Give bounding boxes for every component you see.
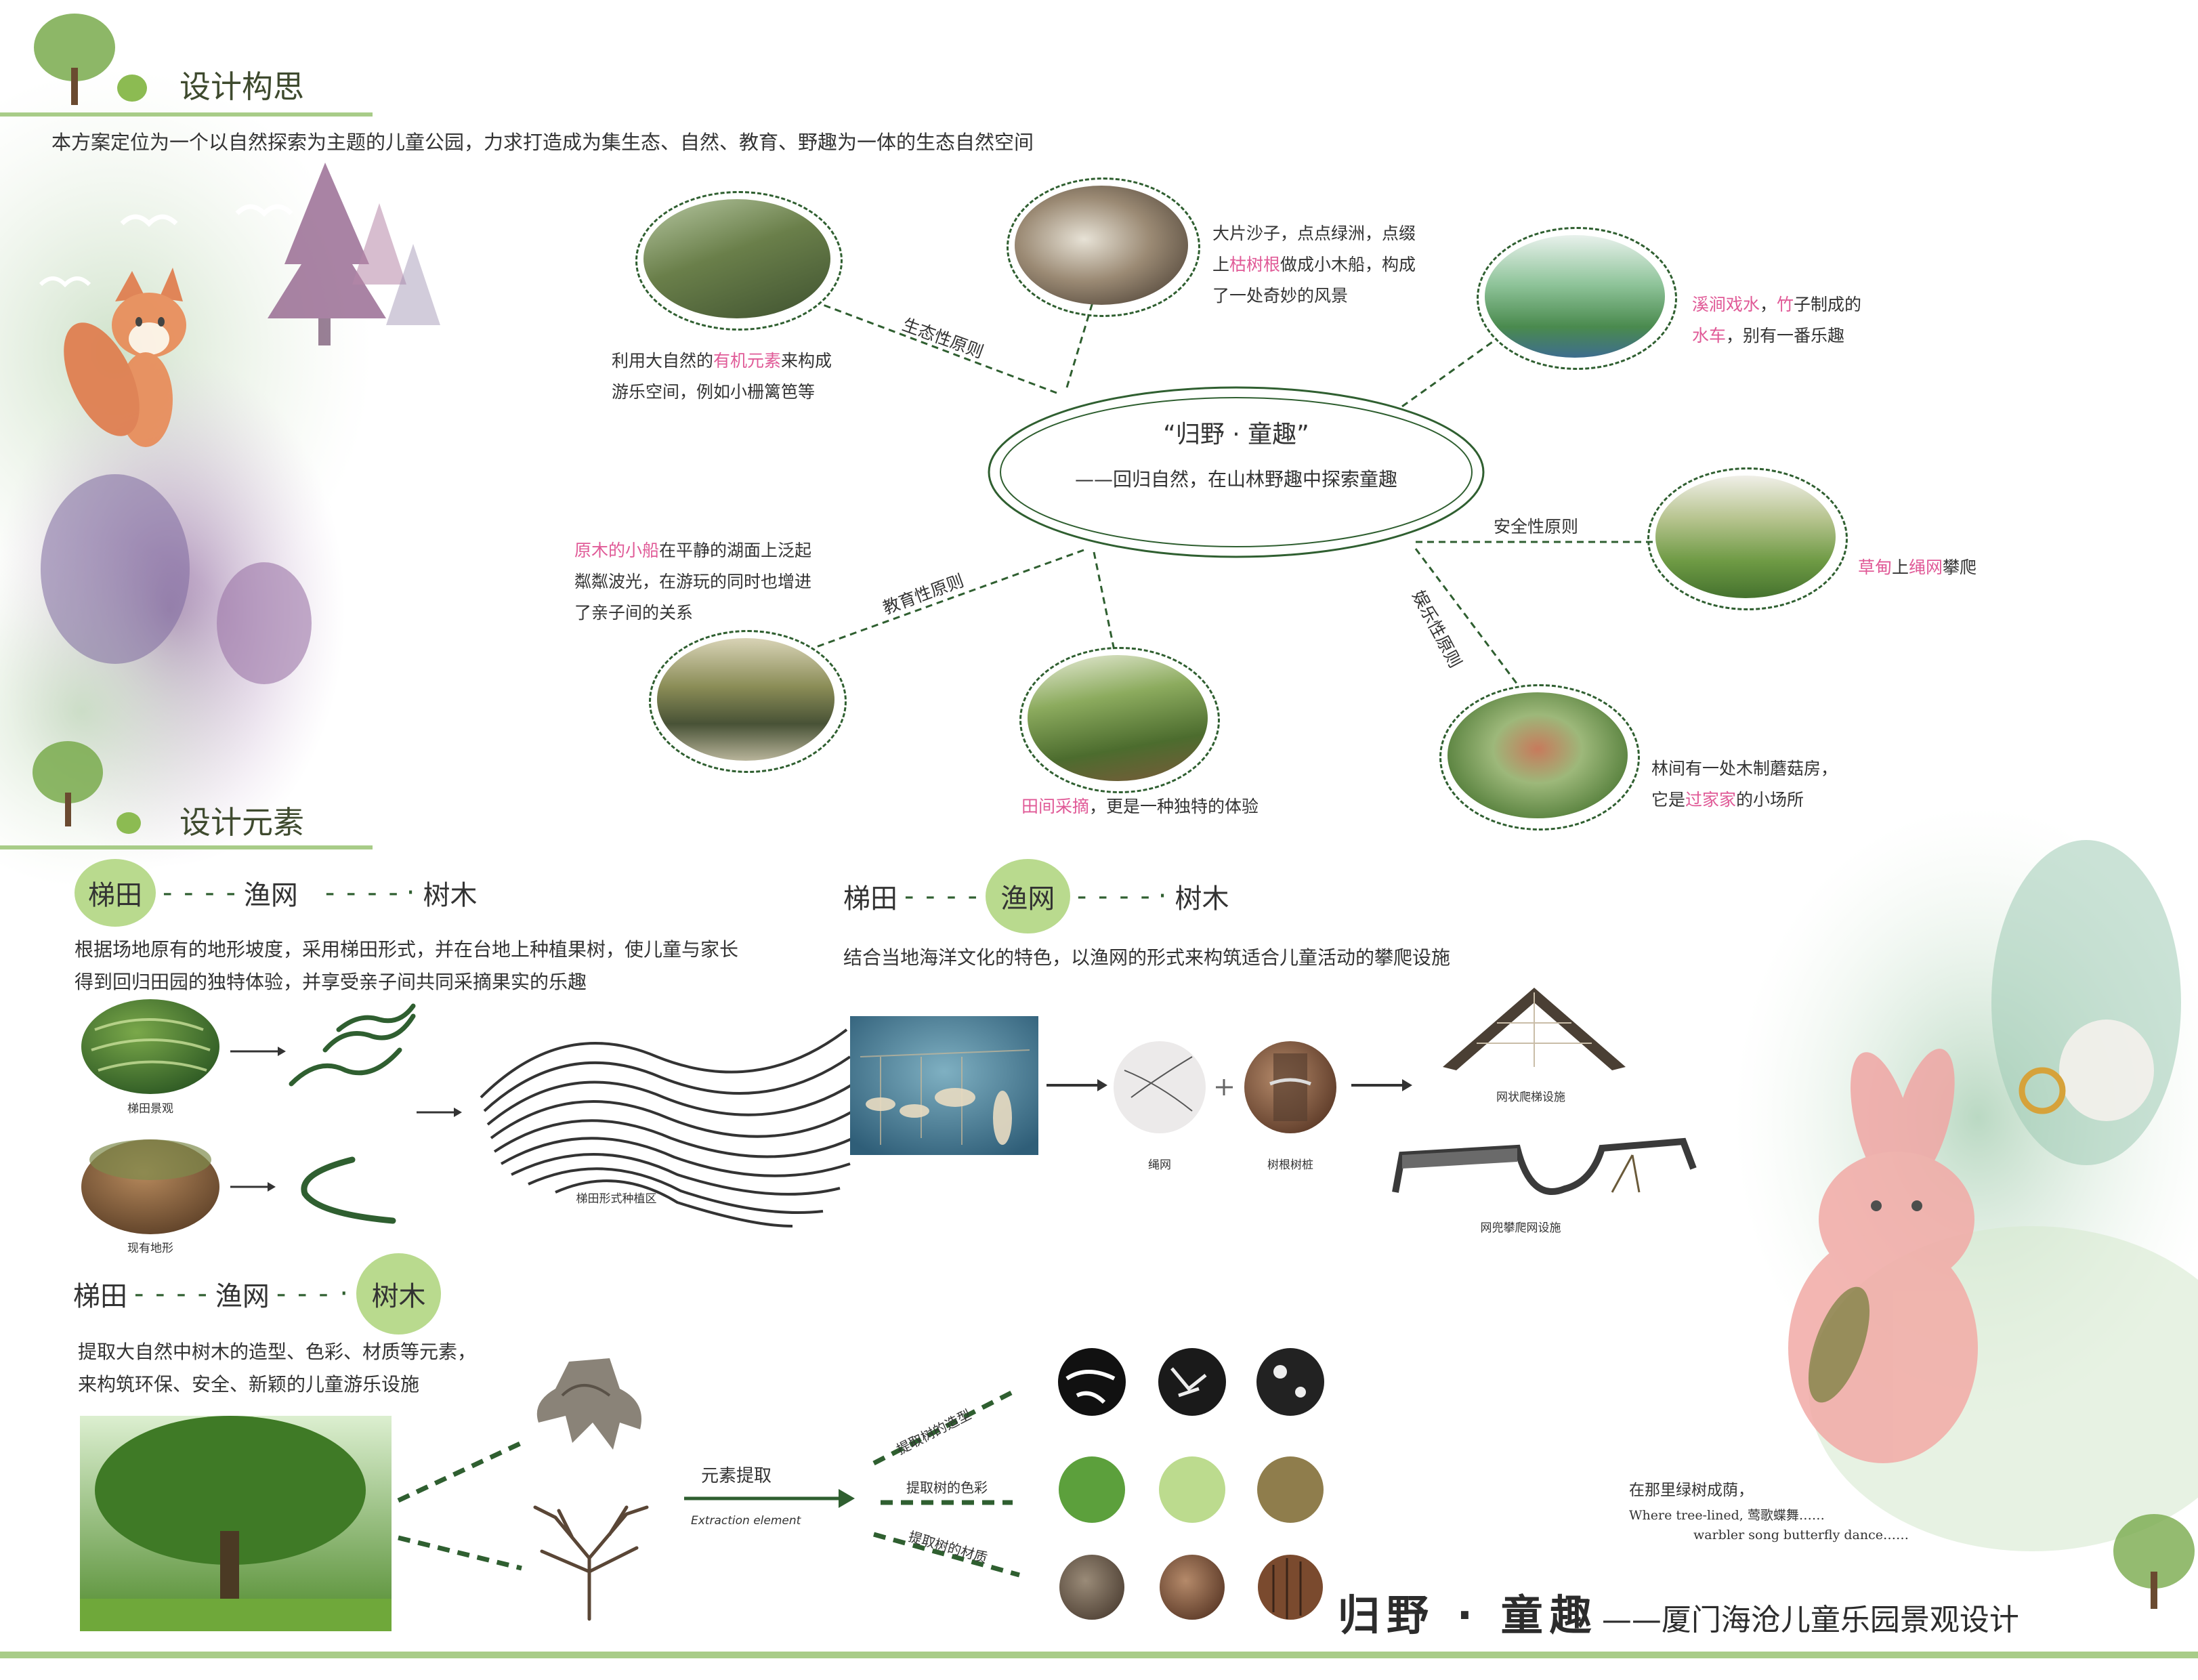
- photo-fence-playground: [643, 199, 830, 318]
- bare-tree-image: [533, 1505, 649, 1621]
- terrace-description: 根据场地原有的地形坡度，采用梯田形式，并在台地上种植果树，使儿童与家长 得到回归…: [75, 938, 739, 993]
- caption-rope-net: 绳网: [1148, 1158, 1171, 1172]
- photo-stream-waterwheel: [1485, 235, 1665, 358]
- note-sand: 大片沙子，点点绿洲，点缀 上枯树根做成小木船，构成 了一处奇妙的风景: [1212, 224, 1416, 306]
- central-theme: “归野 · 童趣” ——回归自然，在山林野趣中探索童趣: [996, 406, 1477, 492]
- flow-dash: - - - -: [904, 881, 979, 912]
- flow-dot: ·: [406, 877, 417, 908]
- tree-stump-image: [536, 1358, 641, 1450]
- poem-line-2: Where tree-lined, 莺歌蝶舞……: [1629, 1508, 1825, 1523]
- label-extract-color: 提取树的色彩: [906, 1479, 988, 1496]
- flow-item-tree: 树木: [423, 880, 478, 911]
- photo-ring-stream: [1477, 227, 1677, 370]
- caption-tree-stump: 树根树桩: [1267, 1158, 1313, 1172]
- caption-net-pocket: 网兜攀爬网设施: [1480, 1221, 1561, 1235]
- texture-swatch-2: [1160, 1555, 1225, 1620]
- photo-lake-boat: [657, 638, 834, 761]
- photo-lawn-rope-climb: [1655, 476, 1836, 598]
- note-field: 田间采摘，更是一种独特的体验: [1021, 797, 1259, 816]
- flow-net-active: 渔网: [985, 859, 1070, 933]
- extraction-label-en: Extraction element: [691, 1514, 801, 1528]
- poem: 在那里绿树成荫， Where tree-lined, 莺歌蝶舞…… warble…: [1629, 1477, 1909, 1542]
- section-divider-concept: [0, 112, 373, 117]
- flow-terrace-active: 梯田: [75, 859, 156, 927]
- texture-swatch-3: [1258, 1555, 1323, 1620]
- section-divider-elements: [0, 845, 373, 849]
- flow-tree-active: 树木: [356, 1253, 442, 1335]
- flow-net: 梯田 - - - - 渔网 - - - - · 树木: [843, 859, 1229, 933]
- flow-item-terrace: 梯田: [73, 1281, 127, 1312]
- flow-dot: ·: [1158, 881, 1168, 912]
- caption-terrace-landscape: 梯田景观: [127, 1102, 173, 1116]
- rabbit-illustration: [1788, 1049, 1978, 1463]
- shape-swatch-2: [1158, 1348, 1226, 1416]
- rope-net-photo: [1114, 1041, 1206, 1133]
- net-pocket-model: [1392, 1137, 1697, 1195]
- flow-dash: - - - ·: [276, 1278, 350, 1309]
- flow-item-tree: 树木: [1175, 883, 1229, 915]
- footer-title: 归野 · 童趣 ——厦门海沧儿童乐园景观设计: [1338, 1581, 2019, 1642]
- net-ladder-model: [1443, 988, 1626, 1070]
- net-description: 结合当地海洋文化的特色，以渔网的形式来构筑适合儿童活动的攀爬设施: [843, 946, 1451, 969]
- footer-title-sub: ——厦门海沧儿童乐园景观设计: [1601, 1603, 2019, 1637]
- photo-ring-fence: [635, 191, 843, 331]
- note-lawn: 草甸上绳网攀爬: [1858, 558, 1977, 577]
- flow-item-net: 渔网: [243, 880, 298, 911]
- caption-existing-terrain: 现有地形: [127, 1242, 173, 1255]
- shape-swatch-3: [1256, 1348, 1324, 1416]
- photo-ring-mushroom: [1439, 684, 1640, 831]
- fox-illustration: [64, 268, 186, 447]
- color-swatch-dark-green: [1059, 1456, 1125, 1523]
- color-swatch-light-green: [1159, 1456, 1225, 1523]
- photo-ring-sand: [1007, 177, 1200, 317]
- note-boat: 原木的小船在平静的湖面上泛起 粼粼波光，在游玩的同时也增进 了亲子间的关系: [574, 541, 812, 623]
- flow-tree: 梯田 - - - - 渔网 - - - · 树木: [73, 1253, 442, 1335]
- photo-ring-boat: [649, 630, 847, 773]
- texture-swatch-1: [1059, 1555, 1124, 1620]
- note-organic: 利用大自然的有机元素来构成 游乐空间，例如小栅篱笆等: [612, 351, 832, 402]
- flow-dash: - - - -: [134, 1278, 209, 1309]
- tree-description: 提取大自然中树木的造型、色彩、材质等元素， 来构筑环保、安全、新颖的儿童游乐设施: [78, 1341, 477, 1395]
- footer-title-main: 归野 · 童趣: [1338, 1591, 1599, 1640]
- photo-field-picking: [1028, 655, 1208, 781]
- flow-dash: - - - -: [324, 877, 400, 908]
- photo-sand-boats: [1015, 186, 1188, 305]
- shape-swatch-1: [1058, 1348, 1126, 1416]
- principle-safety: 安全性原则: [1494, 517, 1579, 537]
- note-mushroom: 林间有一处木制蘑菇房， 它是过家家的小场所: [1651, 759, 1838, 810]
- intro-text: 本方案定位为一个以自然探索为主题的儿童公园，力求打造成为集生态、自然、教育、野趣…: [51, 131, 1034, 154]
- central-theme-title: “归野 · 童趣”: [1163, 421, 1309, 448]
- color-swatch-olive: [1257, 1456, 1324, 1523]
- flow-item-net: 渔网: [215, 1281, 270, 1312]
- poem-line-1: 在那里绿树成荫，: [1629, 1482, 1754, 1499]
- extraction-label-cn: 元素提取: [701, 1466, 772, 1486]
- photo-mushroom-house: [1447, 692, 1628, 818]
- flow-dash: - - - -: [163, 877, 237, 908]
- flow-item-terrace: 梯田: [843, 883, 897, 915]
- flow-terrace: 梯田 - - - - 渔网 - - - - · 树木: [75, 859, 478, 927]
- section-title-concept: 设计构思: [179, 68, 304, 105]
- caption-terrace-planting: 梯田形式种植区: [576, 1192, 657, 1206]
- photo-ring-lawn: [1647, 467, 1848, 610]
- central-theme-subtitle: ——回归自然，在山林野趣中探索童趣: [1074, 468, 1397, 490]
- caption-net-ladder: 网状爬梯设施: [1496, 1091, 1565, 1104]
- section-title-elements: 设计元素: [179, 804, 304, 841]
- flow-dash: - - - -: [1076, 881, 1151, 912]
- poem-line-3: warbler song butterfly dance……: [1693, 1528, 1909, 1542]
- note-stream: 溪涧戏水，竹子制成的 水车，别有一番乐趣: [1692, 295, 1862, 345]
- photo-ring-field: [1019, 647, 1220, 793]
